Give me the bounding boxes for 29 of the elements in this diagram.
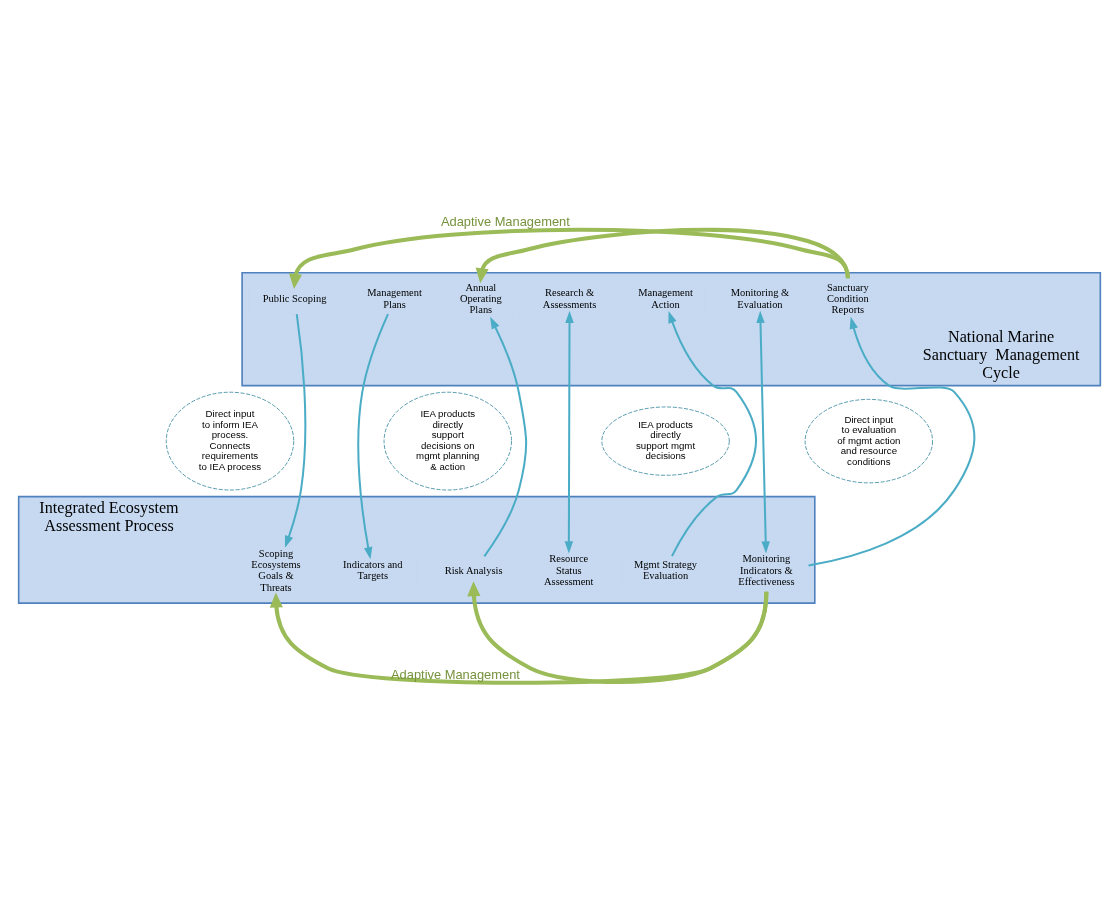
arrow [357,313,389,559]
edge-label: Adaptive Management [440,213,570,229]
node-text: Monitoring Indicators & Effectiveness [738,552,795,587]
node-text: Annual Operating Plans [459,281,502,315]
node-ellipse: IEA products directly support decisions on mgmt planning & action [383,391,512,490]
arrow [475,227,850,283]
node-text: Management Action [638,286,693,310]
node-text: Indicators and Targets [342,558,403,581]
arrow [808,316,976,566]
arrow [289,227,850,289]
node-text: Mgmt Strategy Evaluation [634,558,698,581]
arrow [467,580,769,684]
node-text: Scoping Ecosystems Goals & Threats [251,547,301,593]
arrow [756,310,770,553]
arrow [483,316,528,557]
node-text: Monitoring & Evaluation [730,286,790,310]
node-text: Sanctuary Condition Reports [826,281,869,315]
node-text: Public Scoping [262,292,327,304]
node-text: Risk Analysis [444,564,503,576]
node-ellipse: Direct input to evaluation of mgmt action and resource conditions [804,398,933,483]
arrow [564,310,574,553]
arrow [284,313,307,548]
node-ellipse: Direct input to inform IEA process. Connects requirements to IEA process [165,391,295,490]
node-text: Management Plans [367,286,422,310]
node-text: Resource Status Assessment [544,552,594,587]
node-text: Research & Assessments [542,286,597,310]
arrow [668,310,757,557]
arrow [269,591,769,685]
node-ellipse: IEA products directly support mgmt decisions [601,406,730,476]
